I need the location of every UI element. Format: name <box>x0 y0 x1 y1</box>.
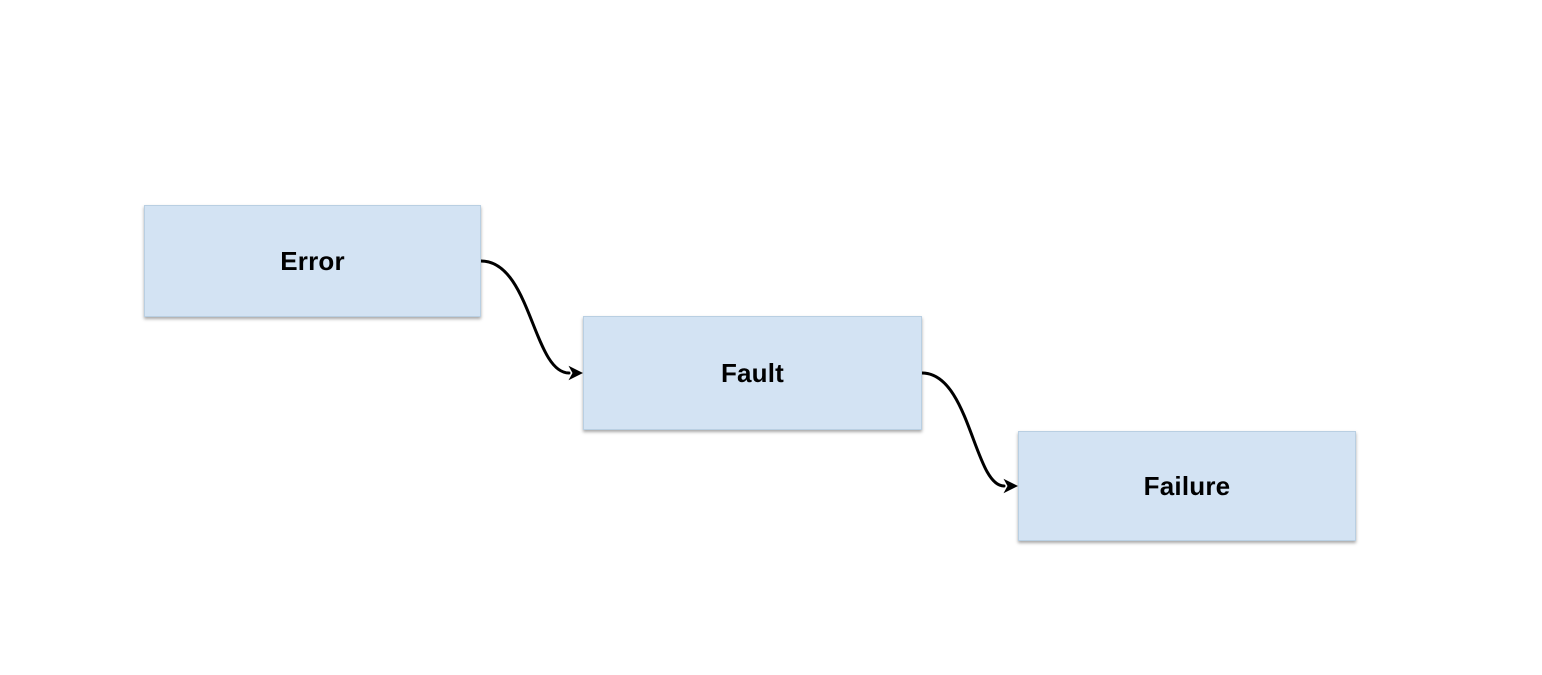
edge-error-to-fault-arrowhead-icon <box>568 365 583 381</box>
node-fault-label: Fault <box>720 357 785 388</box>
node-failure[interactable]: Failure <box>1018 431 1356 541</box>
edge-error-to-fault[interactable] <box>479 259 583 381</box>
edge-fault-to-failure-line[interactable] <box>920 371 1006 488</box>
node-error-label: Error <box>280 245 345 276</box>
node-fault[interactable]: Fault <box>583 316 922 430</box>
edge-fault-to-failure-arrowhead-icon <box>1003 478 1018 494</box>
edge-fault-to-failure[interactable] <box>920 371 1018 494</box>
node-error[interactable]: Error <box>144 205 481 317</box>
edge-error-to-fault-line[interactable] <box>479 259 571 375</box>
node-failure-label: Failure <box>1143 470 1231 501</box>
